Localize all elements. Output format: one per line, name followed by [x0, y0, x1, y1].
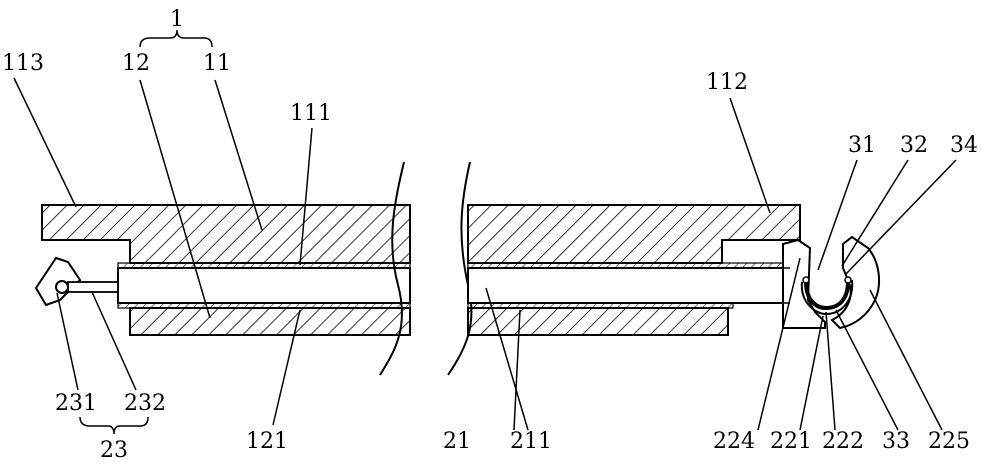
label-222: 222 [822, 429, 864, 454]
label-232: 232 [124, 391, 166, 416]
label-113: 113 [2, 51, 44, 76]
label-33: 33 [882, 429, 910, 454]
hinge-assembly [36, 258, 118, 305]
label-12: 12 [122, 51, 150, 76]
lower-body-right [468, 308, 728, 335]
brace-23 [80, 417, 148, 434]
label-21: 21 [443, 429, 471, 454]
label-221: 221 [770, 429, 812, 454]
label-211: 211 [510, 429, 552, 454]
brace-1 [140, 30, 212, 47]
label-34: 34 [950, 133, 978, 158]
jaw-224 [783, 240, 825, 328]
label-111: 111 [290, 101, 332, 126]
ring-inner [806, 282, 848, 308]
rod-right [468, 268, 783, 303]
ring-end-left [803, 277, 809, 283]
hinge-pin [56, 281, 68, 293]
label-32: 32 [900, 133, 928, 158]
clamp-assembly [783, 237, 879, 328]
label-23: 23 [100, 438, 128, 463]
hinge-link [68, 282, 118, 292]
label-1: 1 [170, 7, 184, 32]
label-224: 224 [713, 429, 755, 454]
label-11: 11 [203, 51, 231, 76]
label-31: 31 [848, 133, 876, 158]
label-121: 121 [246, 429, 288, 454]
left-segment [42, 205, 410, 335]
right-segment [468, 205, 800, 335]
lower-body-left [130, 308, 410, 335]
outer-body-right [468, 205, 800, 263]
ring-end-right [845, 277, 851, 283]
outer-body-left [42, 205, 410, 263]
rod-left [118, 268, 410, 303]
label-231: 231 [55, 391, 97, 416]
label-112: 112 [706, 70, 748, 95]
label-225: 225 [928, 429, 970, 454]
